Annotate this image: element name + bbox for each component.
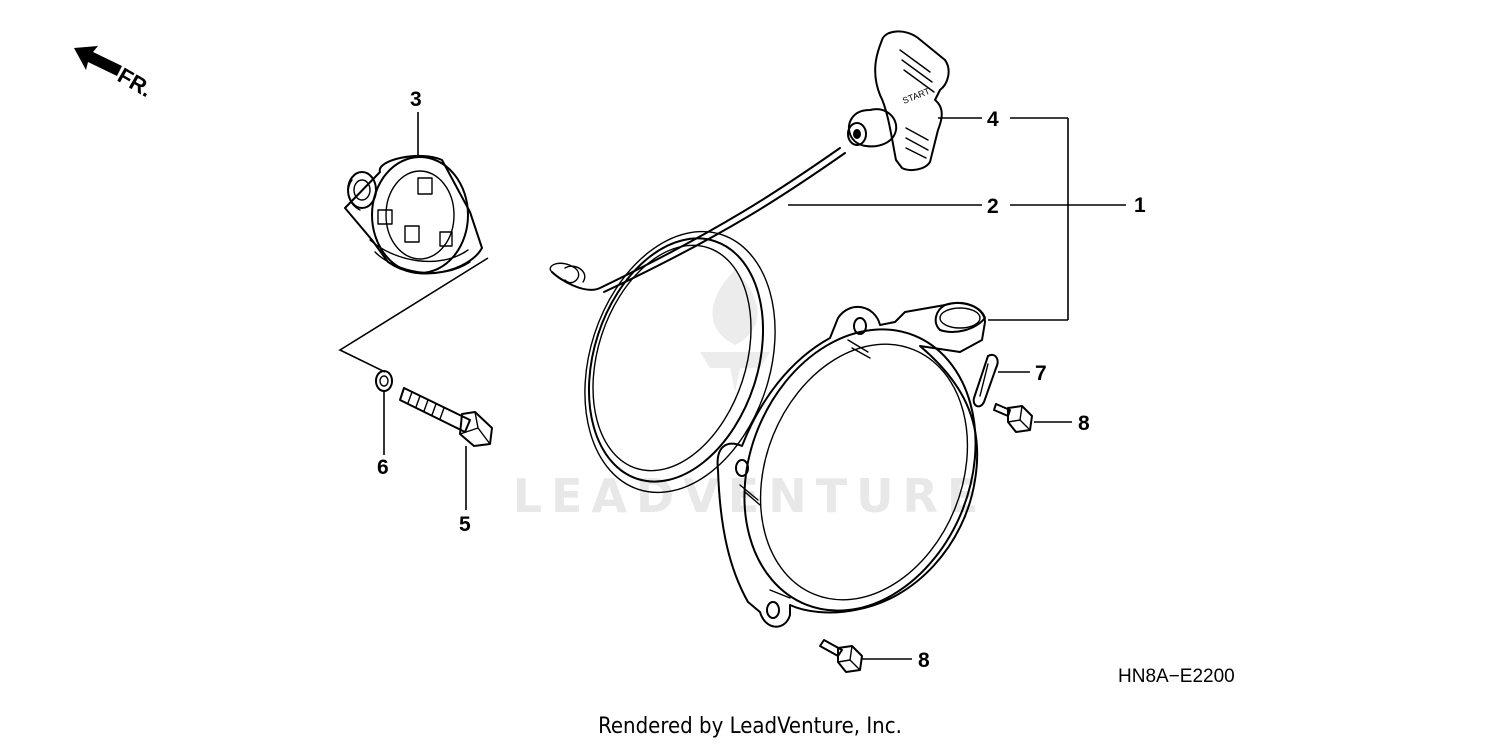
front-direction-arrow-icon: FR. (74, 46, 157, 102)
callout-1[interactable]: 1 (1134, 194, 1146, 217)
footer-credit: Rendered by LeadVenture, Inc. (598, 714, 902, 739)
recoil-starter-housing-illustration (716, 301, 986, 628)
flange-bolt-illustration (399, 387, 493, 447)
starter-grip-illustration: START (847, 30, 950, 171)
starter-rope-illustration (549, 147, 846, 494)
leader-lines (383, 112, 1126, 660)
callout-8-lower[interactable]: 8 (918, 649, 930, 672)
handle-start-label: START (901, 86, 932, 106)
callout-5[interactable]: 5 (459, 513, 471, 536)
callout-3[interactable]: 3 (410, 88, 422, 111)
callout-6[interactable]: 6 (377, 456, 389, 479)
flange-bolt-lower-illustration (819, 639, 863, 673)
callout-8-upper[interactable]: 8 (1078, 412, 1090, 435)
callout-4[interactable]: 4 (987, 108, 999, 131)
callout-7[interactable]: 7 (1035, 362, 1047, 385)
watermark-logo-icon (700, 270, 770, 392)
diagram-code: HN8A−E2200 (1118, 666, 1235, 687)
callout-2[interactable]: 2 (987, 195, 999, 218)
washer-illustration (375, 370, 393, 392)
assembly-outline (338, 257, 489, 373)
flange-bolt-upper-illustration (993, 403, 1033, 433)
rope-clip-illustration (972, 354, 999, 408)
recoil-pulley-illustration (344, 154, 483, 275)
